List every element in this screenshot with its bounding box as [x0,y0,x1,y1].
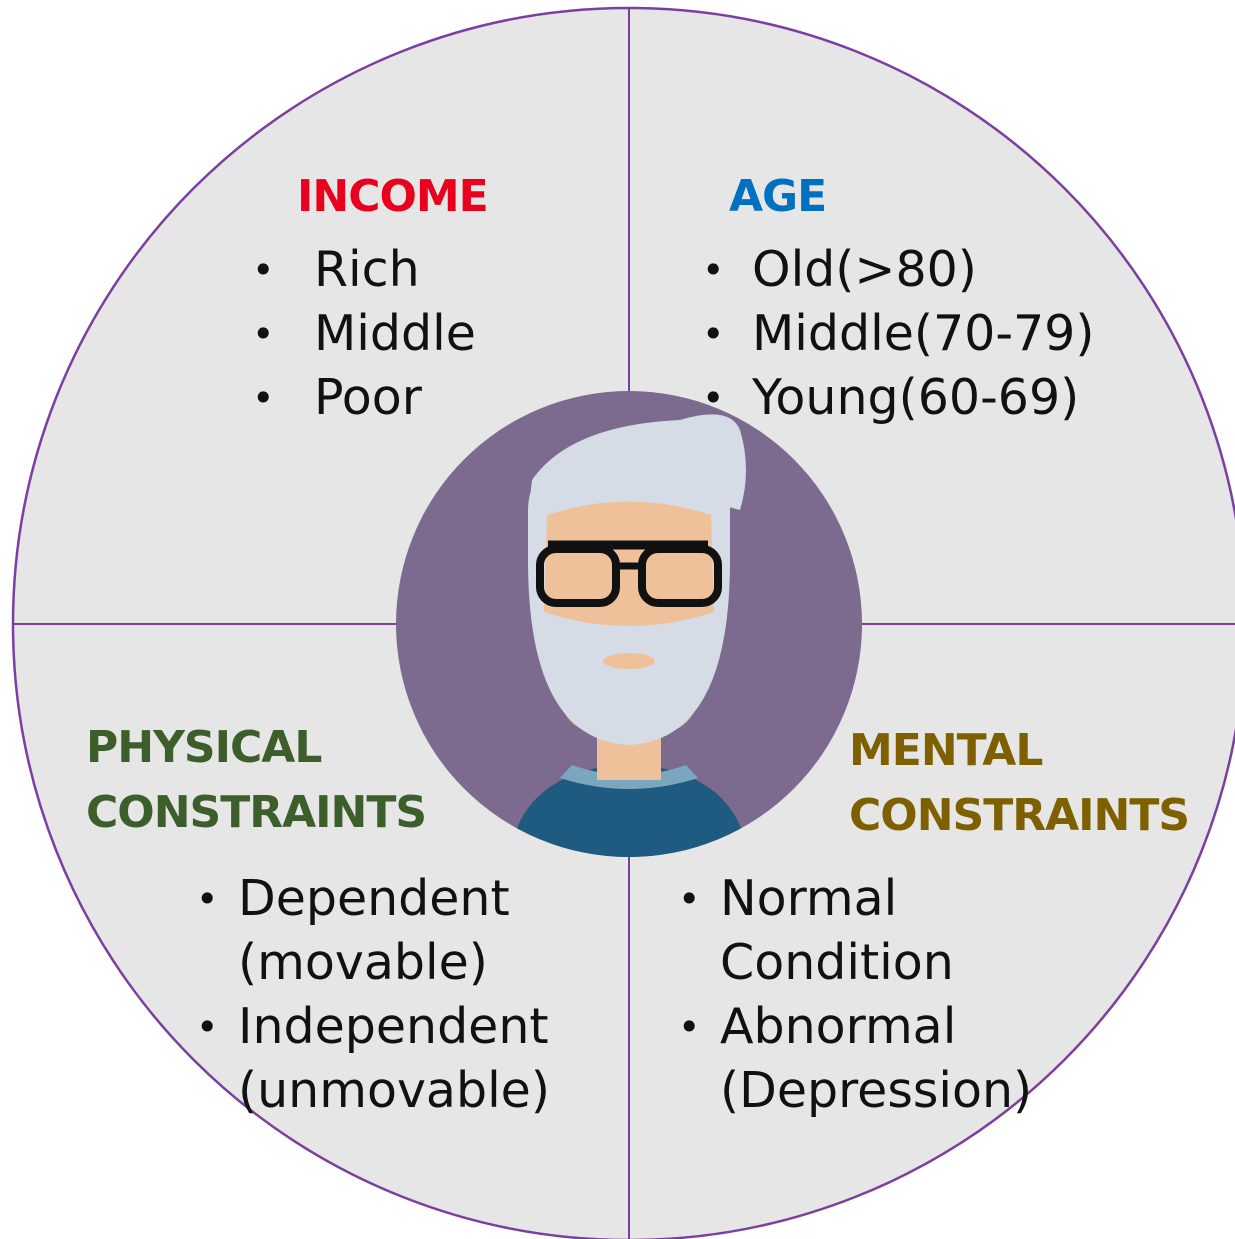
physical-constraints-list: •Dependent (movable) •Independent (unmov… [196,867,550,1123]
age-item-old: Old(>80) [752,241,977,298]
physical-constraints-title-line2: CONSTRAINTS [86,787,427,838]
physical-item-dependent: Dependent (movable) [238,870,510,991]
list-item: •Middle [252,305,476,362]
list-item: •Poor [252,369,422,426]
income-item-rich: Rich [314,241,420,298]
mental-item-abnormal: Abnormal (Depression) [720,998,1033,1119]
income-item-poor: Poor [314,369,422,426]
age-item-middle: Middle(70-79) [752,305,1095,362]
age-list: •Old(>80) •Middle(70-79) •Young(60-69) [702,238,1094,430]
income-list: •Rich •Middle •Poor [252,238,476,430]
mental-constraints-title-line1: MENTAL [849,725,1043,776]
list-item: •Dependent (movable) [196,867,550,995]
elderly-man-avatar-icon [396,391,862,857]
list-item: •Rich [252,241,420,298]
list-item: •Middle(70-79) [702,305,1095,362]
list-item: •Normal Condition [678,867,1032,995]
mental-item-normal: Normal Condition [720,870,954,991]
income-title: INCOME [297,171,489,222]
list-item: •Old(>80) [702,241,977,298]
list-item: •Young(60-69) [702,369,1080,426]
age-title: AGE [729,171,827,222]
age-item-young: Young(60-69) [752,369,1080,426]
physical-item-independent: Independent (unmovable) [238,998,550,1119]
list-item: •Abnormal (Depression) [678,995,1032,1123]
mental-constraints-list: •Normal Condition •Abnormal (Depression) [678,867,1032,1123]
income-item-middle: Middle [314,305,476,362]
list-item: •Independent (unmovable) [196,995,550,1123]
physical-constraints-title-line1: PHYSICAL [86,722,322,773]
mental-constraints-title-line2: CONSTRAINTS [849,790,1190,841]
